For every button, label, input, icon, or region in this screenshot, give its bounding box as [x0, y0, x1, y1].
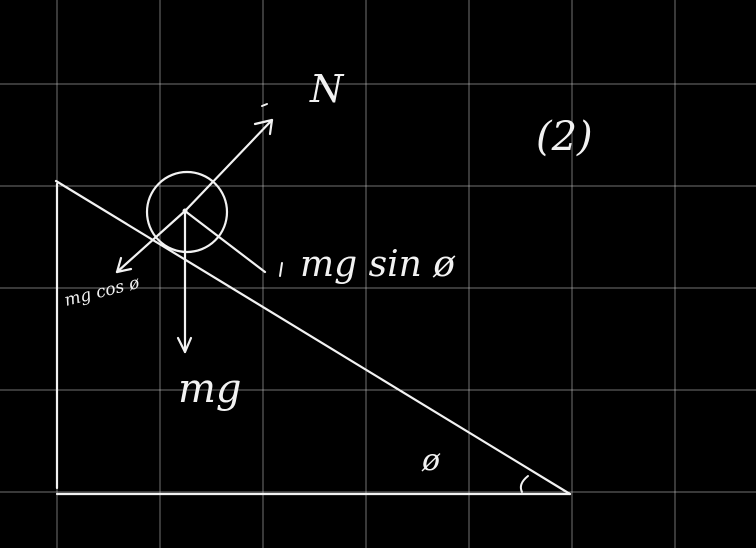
- weight-arrowhead: [176, 336, 193, 354]
- angle-arc: [519, 475, 529, 493]
- angle-label: ø: [421, 443, 441, 478]
- normal-force-label: N: [309, 67, 345, 111]
- incline-surface: [54, 179, 572, 496]
- weight-label: mg: [178, 366, 242, 412]
- parallel-component-tick: [279, 262, 283, 277]
- block-circle: [145, 170, 229, 254]
- parallel-component-arrow: [183, 209, 267, 274]
- handwritten-ink: N (2) mg sin ø mg cos ø mg ø: [54, 67, 593, 496]
- perpendicular-component-label: mg cos ø: [62, 273, 142, 311]
- normal-force-arrowhead: [253, 118, 274, 136]
- perpendicular-component-arrowhead: [115, 256, 133, 274]
- parallel-component-label: mg sin ø: [300, 244, 456, 285]
- perpendicular-component-arrow: [115, 209, 187, 274]
- normal-force-tick: [261, 103, 268, 107]
- normal-force-arrow: [183, 118, 274, 213]
- problem-number-label: (2): [536, 114, 593, 160]
